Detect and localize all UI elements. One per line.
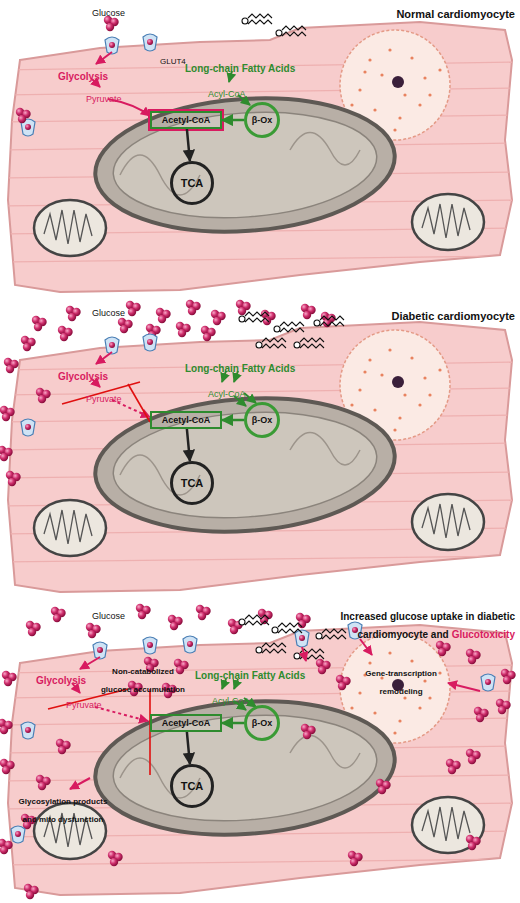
metabolite-label: Acyl-CoA (208, 89, 246, 99)
text-label: Glucose (92, 308, 125, 318)
tca-cycle: TCA (170, 461, 214, 505)
text-label: Pyruvate (86, 394, 122, 404)
node-text: TCA (181, 177, 204, 189)
text-label: Glucotoxicity (452, 629, 515, 641)
label-box: GLUT4 (160, 50, 186, 68)
text-label: Glycosylation products and mito dysfunct… (19, 797, 108, 824)
text-label: Diabetic cardiomyocyte (392, 310, 516, 322)
metabolite-label: Long-chain Fatty Acids (185, 63, 295, 74)
node-text: β-Ox (252, 415, 273, 425)
flow-arrow (187, 429, 190, 461)
flow-arrow (222, 119, 244, 122)
beta-ox-cycle: β-Ox (244, 402, 280, 438)
node-text: β-Ox (252, 115, 273, 125)
text-label: Pyruvate (66, 700, 102, 710)
label-box: Gene-transcription remodeling (362, 662, 440, 699)
flow-arrow (222, 419, 244, 422)
label-box: Increased glucose uptake in diabetic car… (290, 606, 515, 643)
acetyl-coa-box: Acetyl-CoA (150, 714, 222, 732)
label-box: Acyl-CoA (208, 83, 246, 101)
transporter-label: GLUT4 (160, 57, 186, 66)
label-box: Pyruvate (66, 694, 102, 712)
node-text: TCA (181, 477, 204, 489)
label-box: Acyl-CoA (212, 690, 250, 708)
label-box: Glycolysis (58, 66, 108, 84)
text-label: Gene-transcription remodeling (365, 669, 437, 696)
label-box: Glucose (92, 302, 125, 320)
tca-cycle: TCA (170, 161, 214, 205)
node-text: Acetyl-CoA (162, 415, 211, 425)
label-box: Glucose (92, 2, 125, 20)
acetyl-coa-box: Acetyl-CoA (150, 111, 222, 129)
flow-arrow (222, 722, 244, 725)
label-box: Long-chain Fatty Acids (195, 665, 305, 683)
text-label: Long-chain Fatty Acids (195, 670, 305, 681)
label-box: Glucose (92, 605, 125, 623)
label-box: Non-catabolized glucose accumulation (100, 660, 186, 697)
label-box: Acyl-CoA (208, 383, 246, 401)
text-label: Acyl-CoA (208, 389, 246, 399)
node-text: β-Ox (252, 718, 273, 728)
beta-ox-cycle: β-Ox (244, 102, 280, 138)
label-box: Long-chain Fatty Acids (185, 58, 295, 76)
label-box: Glycolysis (36, 670, 86, 688)
node-text: TCA (181, 780, 204, 792)
label-box: Pyruvate (86, 88, 122, 106)
flow-arrow (187, 129, 190, 161)
glucose-label: Glucose (92, 8, 125, 18)
beta-ox-cycle: β-Ox (244, 705, 280, 741)
metabolite-label: Pyruvate (86, 94, 122, 104)
tca-cycle: TCA (170, 764, 214, 808)
panel-title: Normal cardiomyocyte (396, 8, 515, 20)
node-text: Acetyl-CoA (162, 718, 211, 728)
label-box: Glycosylation products and mito dysfunct… (18, 790, 108, 827)
text-label: Non-catabolized glucose accumulation (101, 667, 185, 694)
text-label: Glycolysis (36, 675, 86, 686)
pathway-label: Glycolysis (58, 71, 108, 82)
label-box: Glycolysis (58, 366, 108, 384)
acetyl-coa-box: Acetyl-CoA (150, 411, 222, 429)
text-label: Glucose (92, 611, 125, 621)
text-label: Long-chain Fatty Acids (185, 363, 295, 374)
label-box: Long-chain Fatty Acids (185, 358, 295, 376)
text-label: Acyl-CoA (212, 696, 250, 706)
label-box: Normal cardiomyocyte (330, 4, 515, 22)
flow-arrow (187, 732, 190, 764)
text-label: Glycolysis (58, 371, 108, 382)
label-box: Pyruvate (86, 388, 122, 406)
label-box: Diabetic cardiomyocyte (330, 306, 515, 324)
node-text: Acetyl-CoA (162, 115, 211, 125)
